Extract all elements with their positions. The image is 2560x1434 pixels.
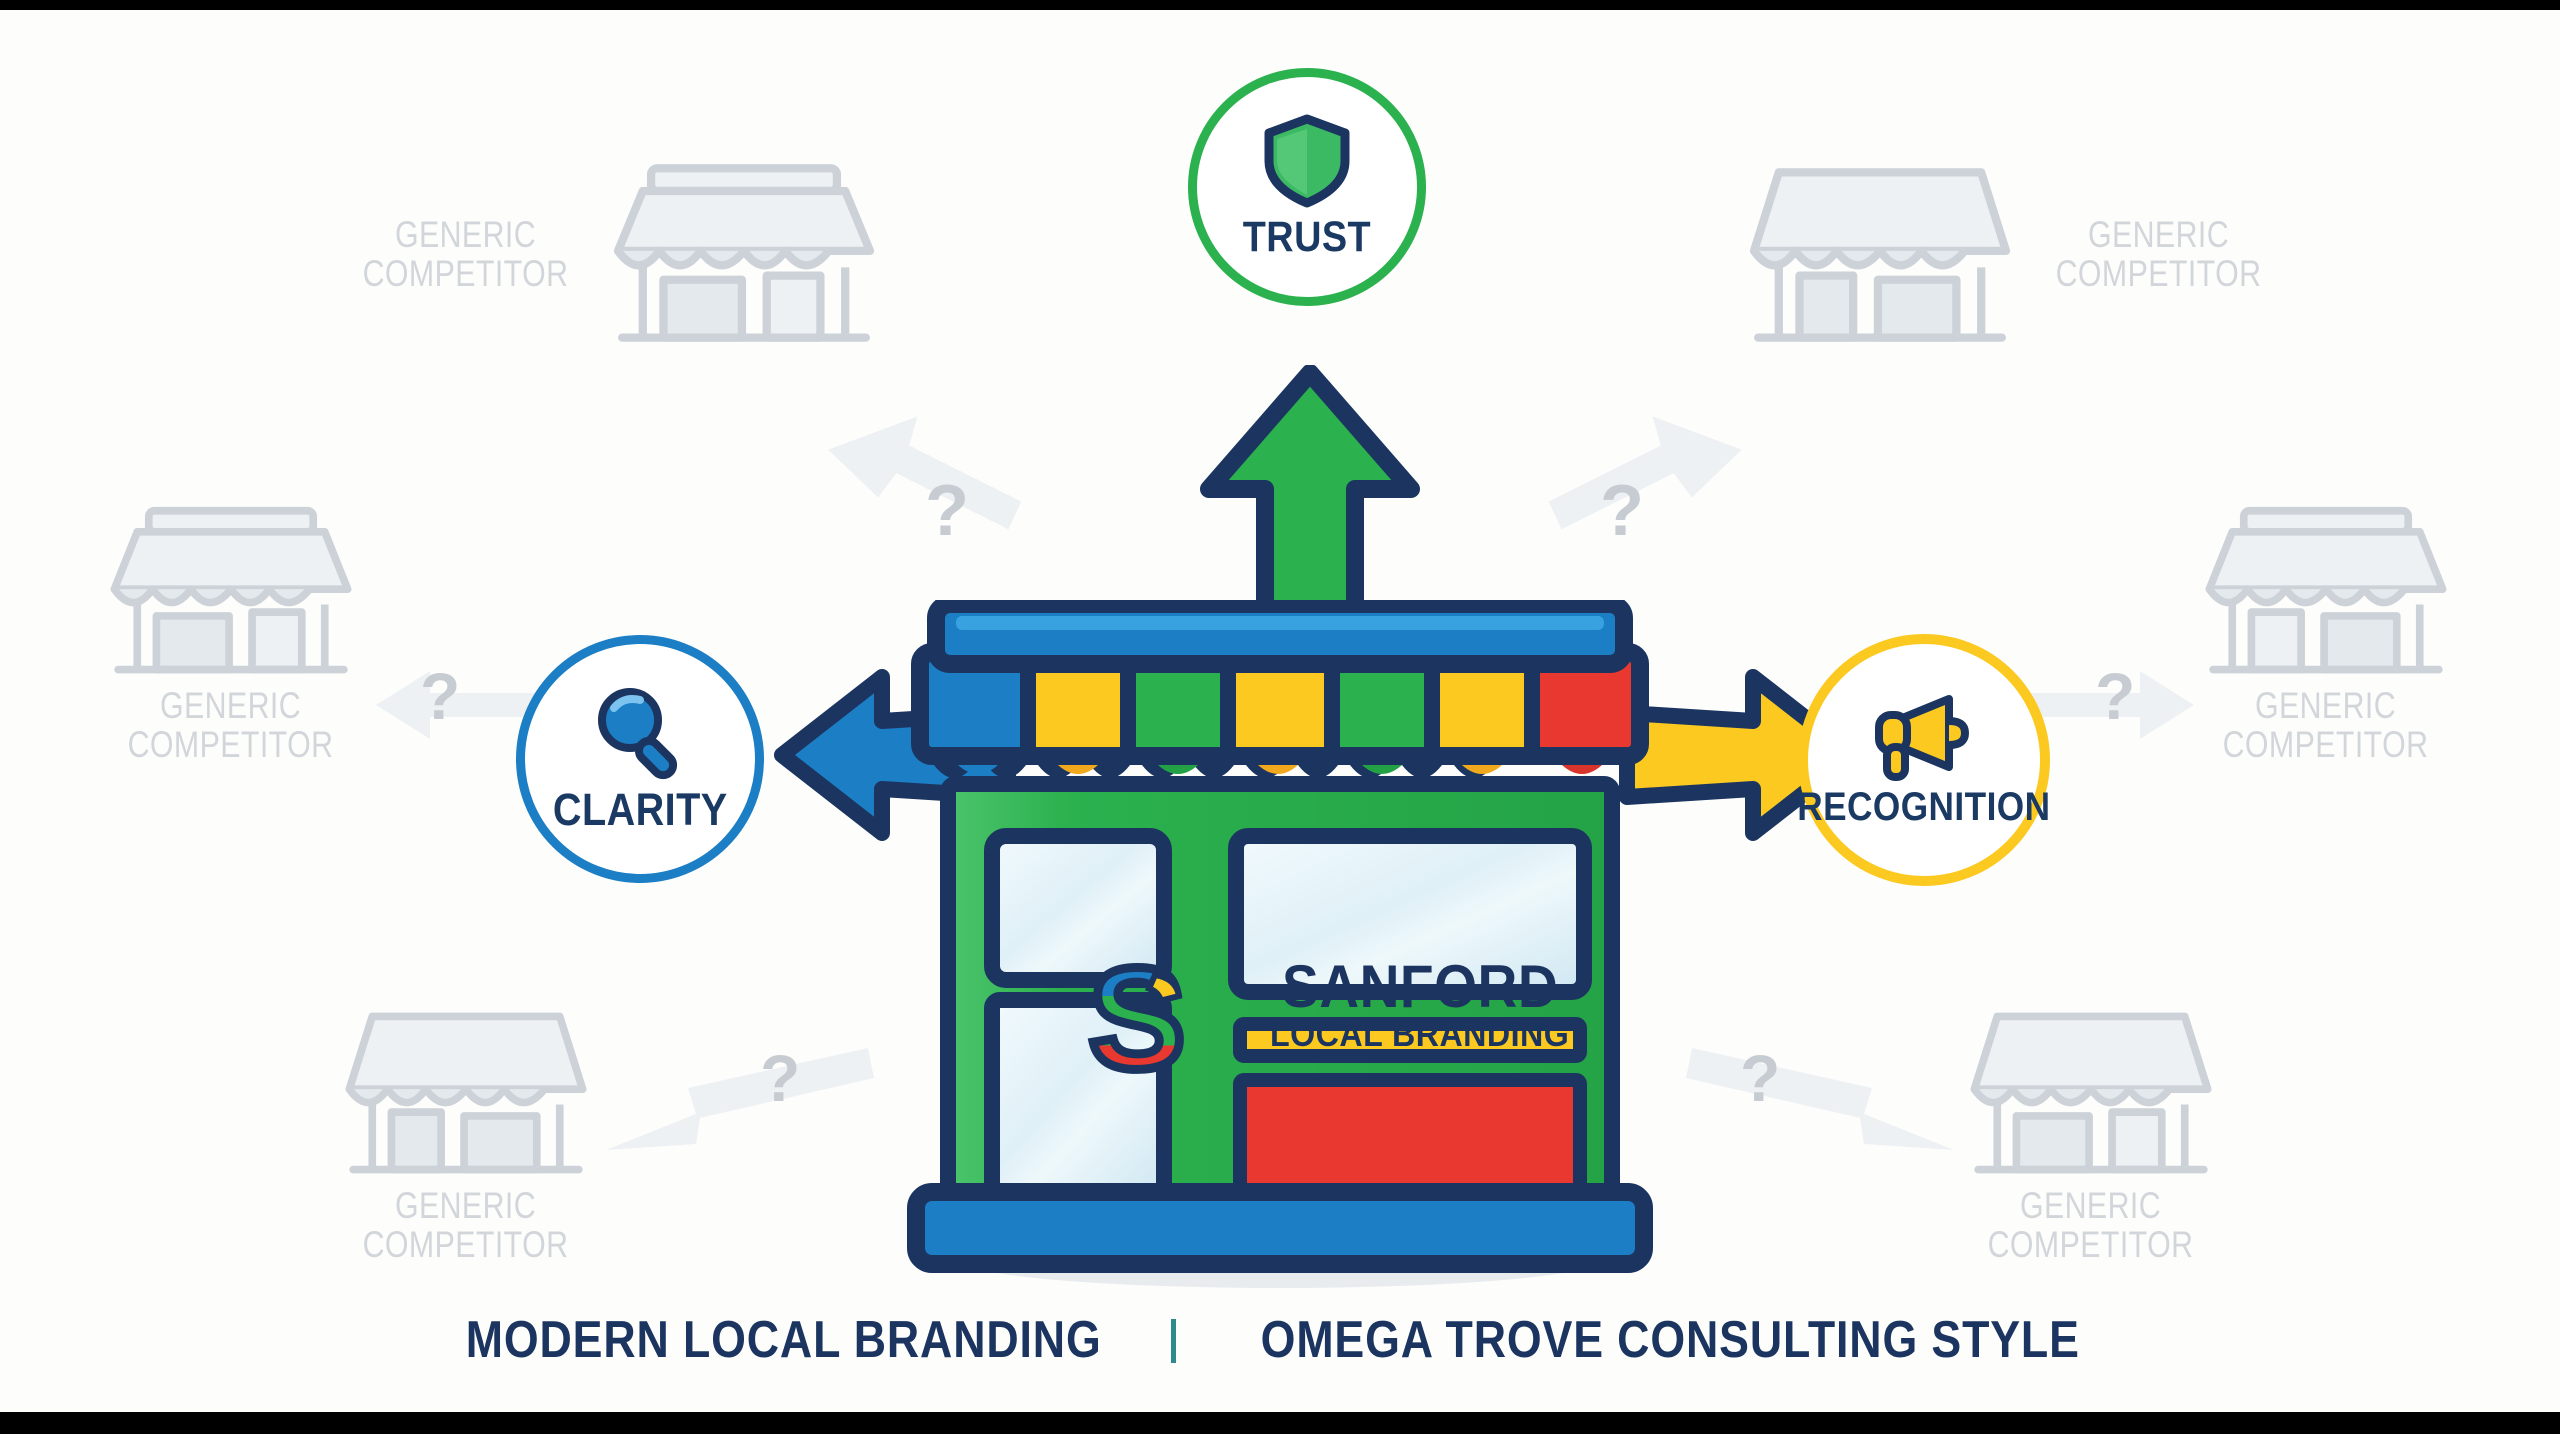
question-mark-bottom-right: ? <box>1740 1041 1781 1115</box>
caption-right: OMEGA TROVE CONSULTING STYLE <box>1260 1311 2080 1369</box>
question-mark-top-right: ? <box>1600 471 1644 551</box>
awning-stripes <box>928 656 1632 752</box>
accent-panel <box>1233 1073 1587 1199</box>
competitor-label: GENERIC COMPETITOR <box>127 685 334 765</box>
store-base <box>907 1183 1653 1273</box>
logo-panel <box>984 828 1172 988</box>
faded-arrow-bottom-left <box>606 1048 874 1150</box>
competitor-top-right: GENERIC COMPETITOR <box>1745 160 2284 350</box>
badge-label: RECOGNITION <box>1797 784 2051 829</box>
badge-recognition[interactable]: RECOGNITION <box>1797 634 2051 886</box>
faded-arrow-bottom-right <box>1686 1048 1954 1150</box>
megaphone-icon <box>1875 694 1970 781</box>
storefront-icon <box>1749 168 2011 342</box>
magnifying-glass-icon <box>598 688 678 780</box>
competitor-label: GENERIC COMPETITOR <box>362 214 569 294</box>
svg-text:S: S <box>1089 945 1185 1095</box>
store-sign-secondary: LOCAL BRANDING <box>1270 1015 1570 1054</box>
faded-arrow-mid-right <box>2026 671 2194 739</box>
competitor-label: GENERIC COMPETITOR <box>362 1185 569 1265</box>
badge-trust[interactable]: TRUST <box>1188 68 1426 306</box>
competitor-mid-left: GENERIC COMPETITOR <box>105 505 356 765</box>
question-mark-top-left: ? <box>925 471 969 551</box>
caption-separator <box>1170 1319 1176 1363</box>
storefront-icon <box>2204 506 2447 674</box>
competitor-top-left: GENERIC COMPETITOR <box>340 160 879 350</box>
question-mark-mid-right: ? <box>2095 659 2136 733</box>
name-sign-panel <box>1228 828 1592 1000</box>
competitor-bottom-left: GENERIC COMPETITOR <box>340 1005 591 1265</box>
faded-arrow-top-left <box>828 416 1022 530</box>
accent-bar <box>1233 1017 1587 1063</box>
storefront-icon <box>1969 1012 2212 1174</box>
caption: MODERN LOCAL BRANDING OMEGA TROVE CONSULT… <box>0 1310 2560 1370</box>
badge-clarity[interactable]: CLARITY <box>516 635 764 883</box>
svg-text:S: S <box>1089 945 1185 1095</box>
store-sign-primary: SANFORD <box>1281 953 1559 1020</box>
competitor-label: GENERIC COMPETITOR <box>1987 1185 2194 1265</box>
badge-label: TRUST <box>1242 212 1372 261</box>
question-mark-mid-left: ? <box>420 659 461 733</box>
shield-icon <box>1264 114 1350 207</box>
competitor-label: GENERIC COMPETITOR <box>2055 214 2262 294</box>
svg-text:S: S <box>1089 945 1185 1095</box>
badge-label: CLARITY <box>552 784 728 835</box>
faded-arrow-mid-left <box>376 671 544 739</box>
caption-left: MODERN LOCAL BRANDING <box>465 1311 1102 1369</box>
header-highlight <box>956 616 1604 630</box>
faded-arrow-top-right <box>1548 416 1742 530</box>
storefront-illustration <box>907 600 1653 1288</box>
diagram-canvas: ? ? ? ? ? <box>0 10 2560 1412</box>
question-mark-bottom-left: ? <box>760 1041 801 1115</box>
storefront-icon <box>613 164 875 342</box>
brand-logo-s: S S S S <box>1084 945 1189 1095</box>
competitor-mid-right: GENERIC COMPETITOR <box>2200 505 2451 765</box>
storefront-icon <box>109 506 352 674</box>
competitor-label: GENERIC COMPETITOR <box>2222 685 2429 765</box>
awning-header <box>927 600 1633 673</box>
storefront-icon <box>344 1012 587 1174</box>
competitor-bottom-right: GENERIC COMPETITOR <box>1965 1005 2216 1265</box>
